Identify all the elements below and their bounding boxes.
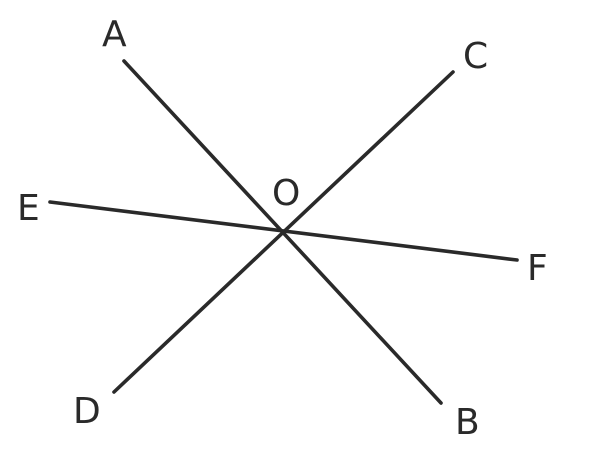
label-C: C	[463, 36, 488, 77]
line-EF	[48, 200, 519, 262]
label-O: O	[272, 173, 300, 214]
label-D: D	[73, 391, 101, 432]
label-F: F	[527, 248, 548, 289]
label-B: B	[455, 402, 480, 443]
label-E: E	[17, 188, 40, 229]
label-A: A	[102, 14, 127, 55]
